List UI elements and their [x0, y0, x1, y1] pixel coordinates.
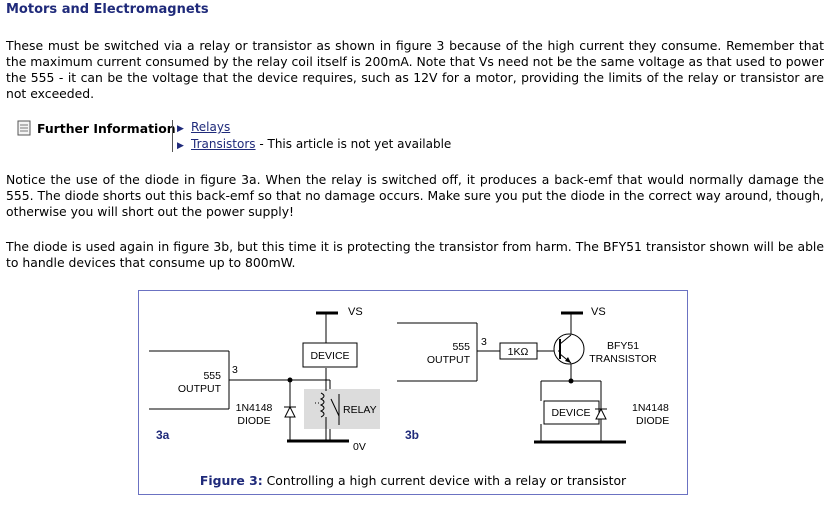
output-number-3b: 555: [452, 341, 470, 353]
further-information-divider: [172, 120, 173, 152]
diode-part-3b: 1N4148: [632, 402, 669, 414]
relays-link[interactable]: Relays: [191, 120, 231, 134]
document-icon: [17, 120, 31, 136]
circuit-diagram: [149, 311, 626, 444]
further-info-item-relays: ▶ Relays: [177, 120, 230, 134]
paragraph-relay-intro: These must be switched via a relay or tr…: [6, 38, 825, 101]
diode-part-3a: 1N4148: [236, 402, 273, 414]
vs-label-3a: VS: [348, 306, 363, 318]
resistor-label: 1KΩ: [508, 346, 529, 358]
further-info-item-transistors: ▶ Transistors - This article is not yet a…: [177, 137, 451, 151]
triangle-right-icon: ▶: [177, 124, 184, 134]
relay-label: RELAY: [343, 404, 377, 416]
pin-3a: 3: [232, 364, 238, 376]
vs-label-3b: VS: [591, 306, 606, 318]
section-title: Motors and Electromagnets: [6, 2, 209, 17]
figure-caption-label: Figure 3:: [199, 473, 263, 488]
figure-3: VS DEVICE RELAY 0V 555 OUTPUT 3 1N4148 D…: [138, 290, 688, 495]
device-label-3b: DEVICE: [551, 407, 590, 419]
figure-tag-3a: 3a: [156, 428, 170, 442]
figure-caption: Figure 3: Controlling a high current dev…: [139, 473, 687, 488]
diode-label-3b: DIODE: [636, 415, 669, 427]
transistors-link[interactable]: Transistors: [191, 137, 256, 151]
pin-3b: 3: [481, 336, 487, 348]
transistors-note: - This article is not yet available: [255, 137, 452, 151]
paragraph-diode-backemf: Notice the use of the diode in figure 3a…: [6, 172, 824, 219]
output-label-3a: OUTPUT: [178, 383, 222, 395]
transistor-part: BFY51: [607, 340, 639, 352]
output-label-3b: OUTPUT: [427, 354, 471, 366]
transistor-label: TRANSISTOR: [589, 353, 657, 365]
output-number-3a: 555: [203, 370, 221, 382]
paragraph-transistor-protection: The diode is used again in figure 3b, bu…: [6, 239, 824, 270]
ov-label: 0V: [353, 441, 366, 453]
circuit-labels: VS DEVICE RELAY 0V 555 OUTPUT 3 1N4148 D…: [156, 306, 669, 453]
figure-caption-text: Controlling a high current device with a…: [262, 473, 627, 488]
further-information-label: Further Information: [37, 121, 176, 136]
diode-label-3a: DIODE: [237, 415, 270, 427]
device-label-3a: DEVICE: [310, 350, 349, 362]
triangle-right-icon: ▶: [177, 141, 184, 151]
figure-tag-3b: 3b: [405, 428, 419, 442]
